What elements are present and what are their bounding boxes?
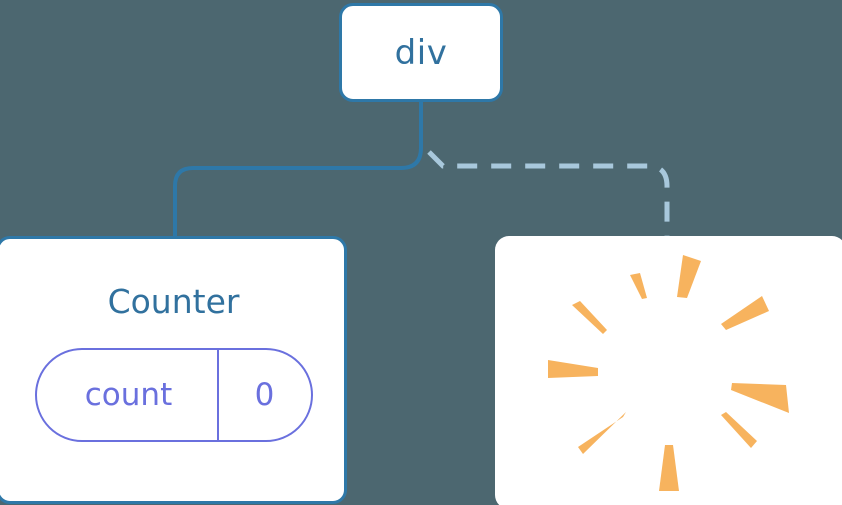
node-div-label: div xyxy=(394,32,448,73)
prop-pill-count[interactable]: count 0 xyxy=(34,348,313,442)
node-counter-label: Counter xyxy=(107,282,240,321)
node-div[interactable]: div xyxy=(339,3,503,102)
edge-div-to-sparkle xyxy=(427,150,670,239)
node-sparkle[interactable] xyxy=(495,236,842,505)
edge-div-to-counter xyxy=(173,99,423,241)
sparkle-burst-icon xyxy=(541,248,801,498)
prop-name-count: count xyxy=(84,376,173,413)
prop-value-count: 0 xyxy=(216,350,311,440)
node-counter[interactable]: Counter count 0 xyxy=(0,236,347,504)
